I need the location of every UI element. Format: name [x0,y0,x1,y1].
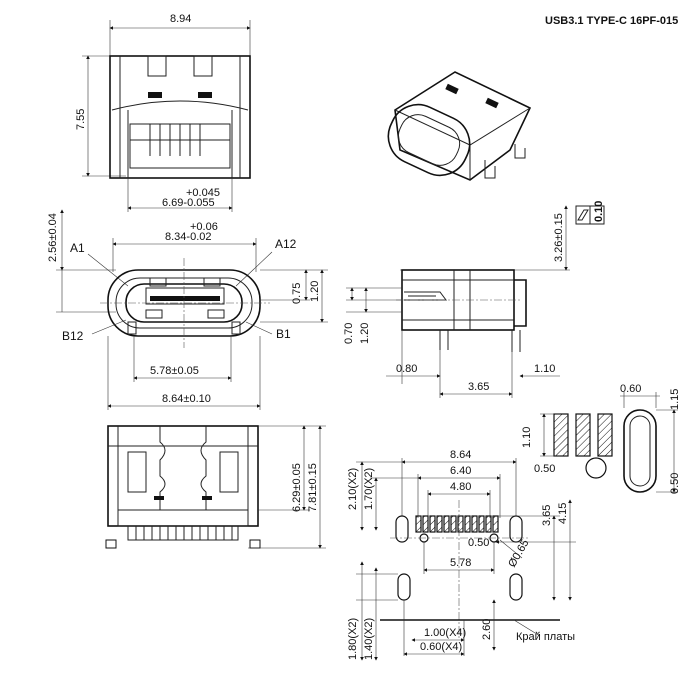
top-base-tol: 6.69-0.055 [162,197,215,209]
footprint-pitch-dim-1: 1.00(X4) [424,627,466,639]
footprint-hole-span: 5.78 [450,557,471,569]
flatness-value: 0.10 [593,201,605,222]
side-bottom-dim-1: 0.80 [396,363,417,375]
side-view: 3.26±0.15 0.10 0.70 1.20 0.80 3.65 1.1 [343,201,605,398]
footprint-right-dim-1: 3.65 [541,505,553,526]
side-height-dim: 3.26±0.15 [553,213,565,262]
footprint-pitch: 0.50 [468,537,489,549]
side-left-dim-1: 0.70 [343,323,355,344]
front-inner-width: 5.78±0.05 [150,365,199,377]
pin-label-a12: A12 [275,237,297,251]
footprint-left-dim-2: 1.70(X2) [363,468,375,510]
bottom-view: 6.29±0.05 7.81±0.15 [105,425,326,549]
front-view: 2.56±0.04 +0.06 8.34-0.02 A1 A12 B12 B1 … [47,209,328,410]
side-bottom-dim-2: 3.65 [468,381,489,393]
footprint-lower-dim-1: 1.80(X2) [347,618,359,660]
side-left-dim-2: 1.20 [359,323,371,344]
front-overall-width: 8.64±0.10 [162,393,211,405]
footprint-width-1: 8.64 [450,449,471,461]
footprint-hole-dim: Ø0.65 [506,538,531,570]
footprint-right-dim-2: 4.15 [557,503,569,524]
top-width-dim: 8.94 [170,13,191,25]
front-left-dim: 2.56±0.04 [47,213,59,262]
footprint-lower-dim-2: 1.40(X2) [363,618,375,660]
pcb-footprint: 8.64 6.40 4.80 2.10(X2) 1.70(X2) [347,449,576,661]
footprint-edge-dim: 2.60 [481,619,493,640]
bottom-height-dim-2: 7.81±0.15 [307,463,319,512]
pad-detail: 1.10 0.50 0.60 1.15 0.50 [521,383,681,494]
footprint-left-dim-1: 2.10(X2) [347,468,359,510]
footprint-width-3: 4.80 [450,481,471,493]
pad-gap-dim-2: 0.50 [669,473,681,494]
front-width-tol: 8.34-0.02 [165,231,211,243]
pin-label-b1: B1 [276,327,291,341]
board-edge-label: Край платы [516,631,575,643]
pin-label-b12: B12 [62,329,84,343]
front-width-tol-upper: +0.06 [190,221,218,233]
bottom-height-dim-1: 6.29±0.05 [291,463,303,512]
pin-label-a1: A1 [70,241,85,255]
footprint-width-2: 6.40 [450,465,471,477]
pad-height-dim-2: 1.10 [521,427,533,448]
top-view: 8.94 7.55 +0.045 6.69-0.055 [75,13,251,212]
top-height-dim: 7.55 [75,109,87,130]
side-bottom-dim-3: 1.10 [534,363,555,375]
pad-gap-dim-1: 0.50 [534,463,555,475]
front-right-dim-2: 1.20 [309,281,321,302]
top-tol-upper: +0.045 [186,187,220,199]
isometric-view [387,71,532,181]
pad-width-dim: 0.60 [620,383,641,395]
drawing-title: USB3.1 TYPE-C 16PF-015 [545,15,678,27]
footprint-pitch-dim-2: 0.60(X4) [420,641,462,653]
front-right-dim-1: 0.75 [291,283,303,304]
pad-height-dim-1: 1.15 [669,389,681,410]
